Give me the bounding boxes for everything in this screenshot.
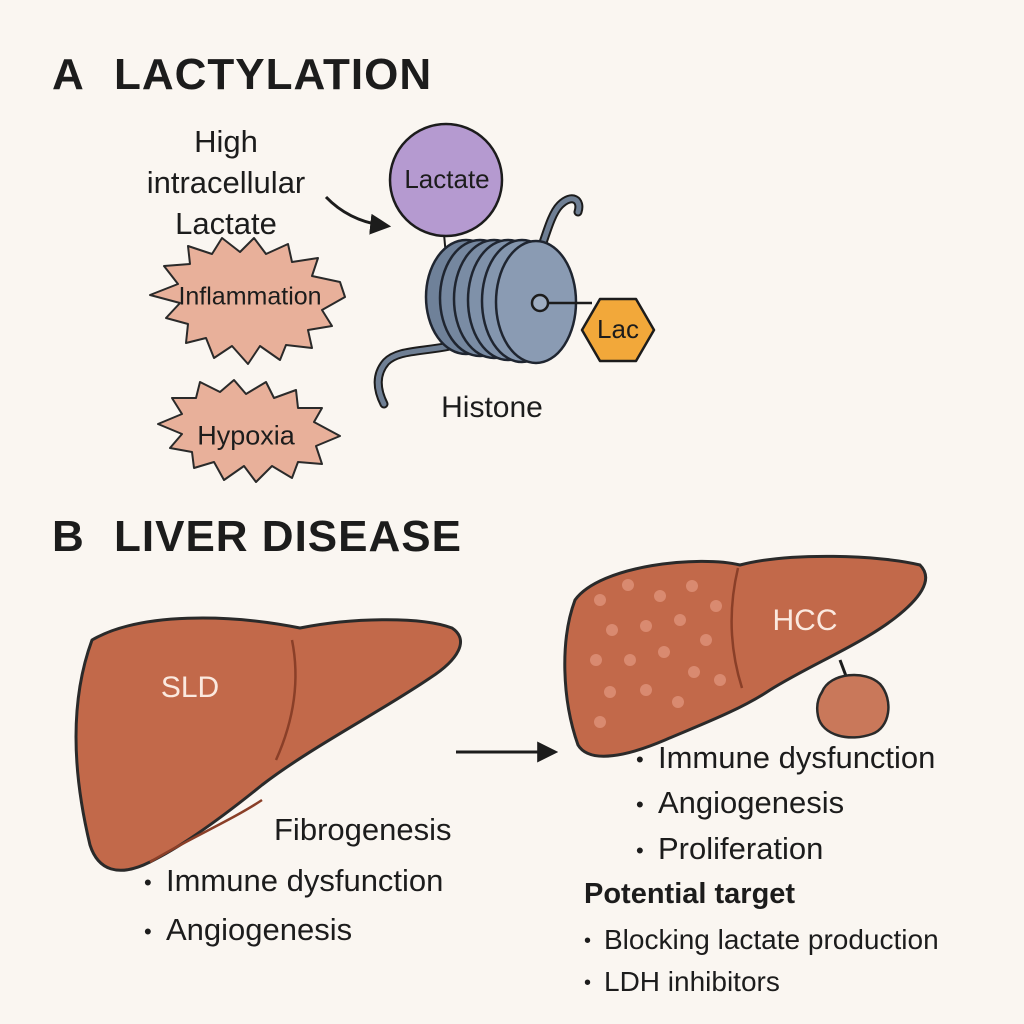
histone-tail-bottom-inner (375, 343, 453, 407)
panel-b-letter: B (52, 512, 85, 561)
sld-bullet-1: •Immune dysfunction (144, 863, 444, 898)
lac-hexagon-label: Lac (597, 314, 639, 345)
trigger-line-1: High (194, 124, 258, 159)
histone-nucleosome (424, 238, 578, 365)
hcc-bullet-1: •Immune dysfunction (636, 740, 936, 775)
hcc-bullet-2: •Angiogenesis (636, 785, 845, 820)
histone-lysine-site (530, 293, 550, 313)
sld-process: Fibrogenesis (274, 812, 452, 847)
hcc-tumor-nodule (815, 673, 890, 739)
target-heading: Potential target (584, 878, 796, 910)
sld-liver-underside (149, 798, 263, 864)
sld-liver (74, 616, 463, 872)
panel-a-letter: A (52, 50, 85, 99)
hcc-label: HCC (772, 603, 838, 637)
histone-label: Histone (441, 390, 543, 424)
panel-a-heading: A LACTYLATION (52, 50, 432, 101)
tumor-stalk (838, 659, 848, 677)
hcc-bullet-3: •Proliferation (636, 831, 824, 866)
target-bullet-2: •LDH inhibitors (584, 966, 780, 997)
hcc-liver-lobe-line (730, 567, 744, 689)
panel-a-title: LACTYLATION (114, 50, 433, 99)
panel-b-heading: B LIVER DISEASE (52, 512, 462, 563)
trigger-line-3: Lactate (175, 206, 277, 241)
trigger-line-2: intracellular (146, 165, 306, 200)
sld-bullet-2: •Angiogenesis (144, 912, 353, 947)
panel-b-title: LIVER DISEASE (114, 512, 462, 561)
inflammation-burst (149, 237, 346, 365)
lactate-node (388, 122, 504, 238)
trigger-arrow (324, 195, 392, 235)
inflammation-label: Inflammation (178, 282, 322, 311)
hypoxia-burst (157, 379, 341, 483)
lactate-node-label: Lactate (404, 164, 490, 195)
hcc-liver (563, 554, 928, 758)
hcc-lesions (590, 579, 726, 728)
histone-tail-bottom (373, 341, 455, 409)
sld-liver-lobe-line (274, 639, 297, 761)
target-bullet-1: •Blocking lactate production (584, 924, 939, 955)
lac-hexagon (580, 297, 656, 363)
sld-label: SLD (160, 670, 220, 704)
hypoxia-label: Hypoxia (197, 420, 295, 451)
